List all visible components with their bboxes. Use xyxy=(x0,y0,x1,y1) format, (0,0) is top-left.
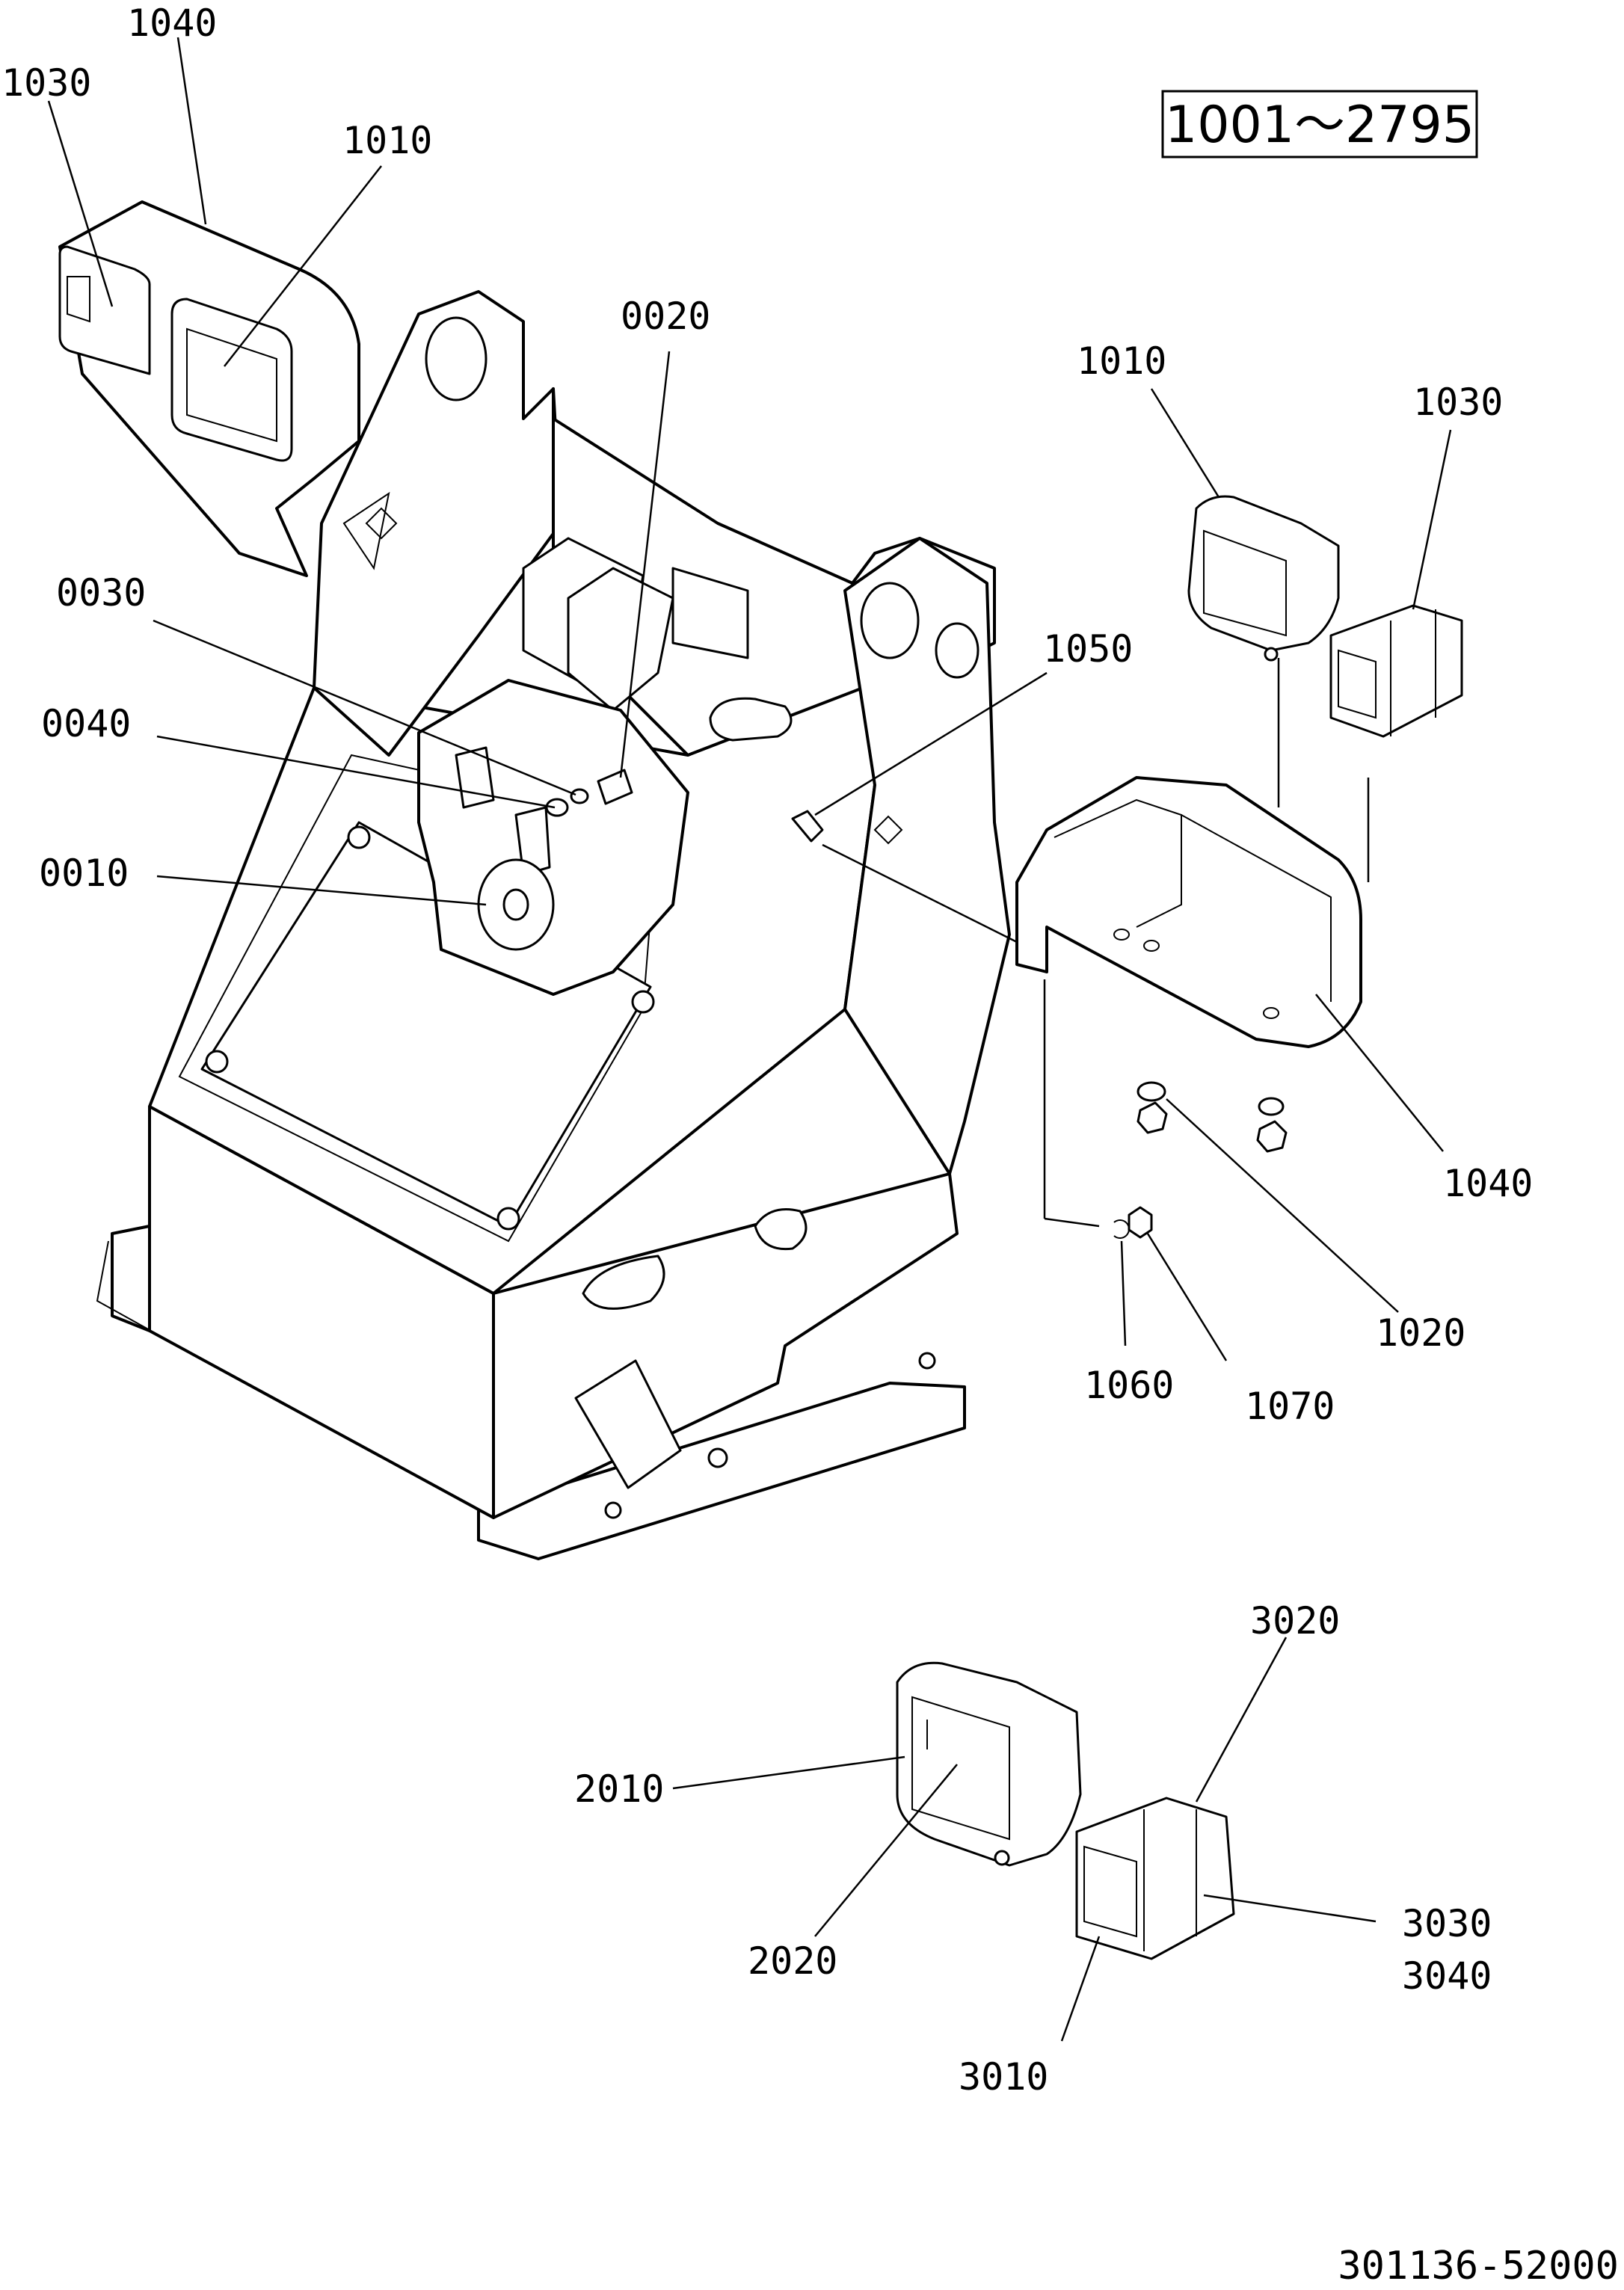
callout-3040: 3040 xyxy=(1402,1954,1492,1998)
serial-range-text: 1001～2795 xyxy=(1165,96,1474,155)
washer-0040 xyxy=(545,798,569,817)
bolt-0020 xyxy=(597,769,633,805)
callout-2010: 2010 xyxy=(574,1767,664,1811)
callout-3030: 3030 xyxy=(1402,1902,1492,1945)
callout-1030-top: 1030 xyxy=(1,61,91,105)
lamp-assembly-top-left xyxy=(58,200,360,577)
bolt-1050 xyxy=(791,810,824,843)
leader-lines xyxy=(47,37,1452,2042)
callout-1030-right: 1030 xyxy=(1413,381,1503,424)
callout-0030: 0030 xyxy=(56,571,146,615)
callout-0010: 0010 xyxy=(39,852,129,895)
serial-range-box: 1001～2795 xyxy=(1161,90,1478,158)
callout-3010: 3010 xyxy=(959,2055,1048,2099)
horn-inset xyxy=(417,679,689,996)
callout-1010-top: 1010 xyxy=(342,119,432,162)
callout-2020: 2020 xyxy=(748,1939,837,1983)
callout-1020: 1020 xyxy=(1376,1311,1465,1355)
lamp-group-bottom xyxy=(896,1661,1235,1960)
callout-1060: 1060 xyxy=(1084,1364,1174,1407)
lockwasher-0030 xyxy=(570,788,589,804)
lamp-assembly-right xyxy=(1015,495,1463,1239)
callout-0020: 0020 xyxy=(621,295,710,338)
callout-1010-right: 1010 xyxy=(1077,339,1166,383)
callout-1050: 1050 xyxy=(1043,627,1133,671)
callout-0040: 0040 xyxy=(41,702,131,745)
callout-1040-top: 1040 xyxy=(127,1,217,45)
callout-1070: 1070 xyxy=(1245,1385,1335,1428)
callout-labels: 1040 1030 1010 0020 0030 0040 0010 1010 … xyxy=(1,1,1533,2099)
callout-3020: 3020 xyxy=(1250,1599,1340,1643)
document-number: 301136-52000 xyxy=(1338,2244,1619,2289)
callout-1040-right: 1040 xyxy=(1443,1162,1533,1205)
